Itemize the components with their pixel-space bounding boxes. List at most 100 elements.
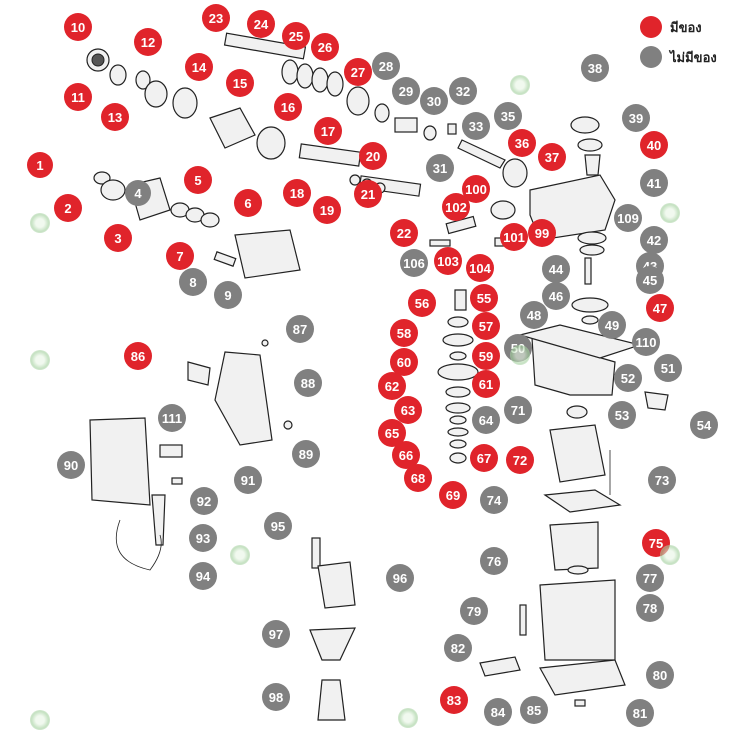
part-label-29: 29 [392, 77, 420, 105]
part-label-106: 106 [400, 249, 428, 277]
in-stock-marker [390, 219, 418, 247]
part-label-80: 80 [646, 661, 674, 689]
part-number: 24 [254, 17, 269, 32]
part-label-23: 23 [202, 4, 230, 32]
part-label-85: 85 [520, 696, 548, 724]
part-label-55: 55 [470, 284, 498, 312]
watermark-logo [30, 710, 50, 730]
in-stock-marker [472, 312, 500, 340]
part-number: 110 [636, 335, 657, 350]
part-number: 74 [487, 493, 502, 508]
part-label-13: 13 [101, 103, 129, 131]
watermark-logo [660, 203, 680, 223]
part-label-6: 6 [234, 189, 262, 217]
part-label-19: 19 [313, 196, 341, 224]
part-label-54: 54 [690, 411, 718, 439]
part-number: 84 [491, 705, 506, 720]
watermark-logo [398, 708, 418, 728]
part-label-9: 9 [214, 281, 242, 309]
part-number: 51 [661, 361, 675, 376]
part-number: 109 [617, 211, 639, 226]
part-number: 106 [403, 256, 425, 271]
part-label-27: 27 [344, 58, 372, 86]
part-label-17: 17 [314, 117, 342, 145]
out-of-stock-marker [386, 564, 414, 592]
part-number: 6 [244, 196, 251, 211]
part-label-16: 16 [274, 93, 302, 121]
out-of-stock-marker [158, 404, 186, 432]
in-stock-marker [472, 342, 500, 370]
part-number: 56 [415, 296, 429, 311]
part-number: 72 [513, 453, 527, 468]
out-of-stock-marker [614, 204, 642, 232]
part-number: 75 [649, 536, 663, 551]
in-stock-marker [506, 446, 534, 474]
part-label-58: 58 [390, 319, 418, 347]
out-of-stock-marker [640, 226, 668, 254]
part-label-51: 51 [654, 354, 682, 382]
part-number: 8 [189, 275, 196, 290]
in-stock-marker [408, 289, 436, 317]
part-number: 30 [427, 94, 441, 109]
out-of-stock-marker [480, 547, 508, 575]
out-of-stock-marker [608, 401, 636, 429]
part-number: 91 [241, 473, 255, 488]
part-number: 44 [549, 262, 564, 277]
part-number: 32 [456, 84, 470, 99]
part-number: 93 [196, 531, 210, 546]
in-stock-marker [442, 193, 470, 221]
out-of-stock-marker [286, 315, 314, 343]
part-number: 28 [379, 59, 393, 74]
part-label-61: 61 [472, 370, 500, 398]
out-of-stock-marker [460, 597, 488, 625]
part-number: 25 [289, 29, 303, 44]
part-number: 63 [401, 403, 415, 418]
part-number: 85 [527, 703, 541, 718]
legend-out-of-stock-label: ไม่มีของ [670, 50, 717, 66]
part-number: 103 [437, 254, 459, 269]
part-label-4: 4 [125, 180, 151, 206]
watermark-logo [660, 545, 680, 565]
out-of-stock-marker [214, 281, 242, 309]
part-label-94: 94 [189, 562, 217, 590]
in-stock-marker [472, 370, 500, 398]
out-of-stock-marker [462, 112, 490, 140]
part-label-62: 62 [378, 372, 406, 400]
part-number: 82 [451, 641, 465, 656]
part-label-1: 1 [27, 152, 53, 178]
part-label-32: 32 [449, 77, 477, 105]
part-illustrations [86, 32, 669, 721]
in-stock-marker [313, 196, 341, 224]
part-label-79: 79 [460, 597, 488, 625]
out-of-stock-marker [444, 634, 472, 662]
part-label-103: 103 [434, 247, 462, 275]
part-number: 78 [643, 601, 657, 616]
in-stock-marker [104, 224, 132, 252]
part-label-33: 33 [462, 112, 490, 140]
part-label-66: 66 [392, 441, 420, 469]
in-stock-dot-icon [640, 16, 662, 38]
part-number: 19 [320, 203, 334, 218]
part-number: 60 [397, 355, 411, 370]
in-stock-marker [314, 117, 342, 145]
out-of-stock-marker [400, 249, 428, 277]
part-number: 21 [361, 187, 375, 202]
part-number: 81 [633, 706, 647, 721]
watermark-logo [30, 213, 50, 233]
in-stock-marker [508, 129, 536, 157]
part-number: 14 [192, 60, 207, 75]
in-stock-marker [282, 22, 310, 50]
part-label-74: 74 [480, 486, 508, 514]
part-number: 12 [141, 35, 155, 50]
in-stock-marker [274, 93, 302, 121]
part-number: 26 [318, 40, 332, 55]
part-number: 38 [588, 61, 602, 76]
in-stock-marker [64, 13, 92, 41]
part-label-82: 82 [444, 634, 472, 662]
out-of-stock-marker [426, 154, 454, 182]
out-of-stock-marker [494, 102, 522, 130]
part-label-49: 49 [598, 311, 626, 339]
part-number: 16 [281, 100, 295, 115]
out-of-stock-marker [504, 396, 532, 424]
part-number: 48 [527, 308, 541, 323]
